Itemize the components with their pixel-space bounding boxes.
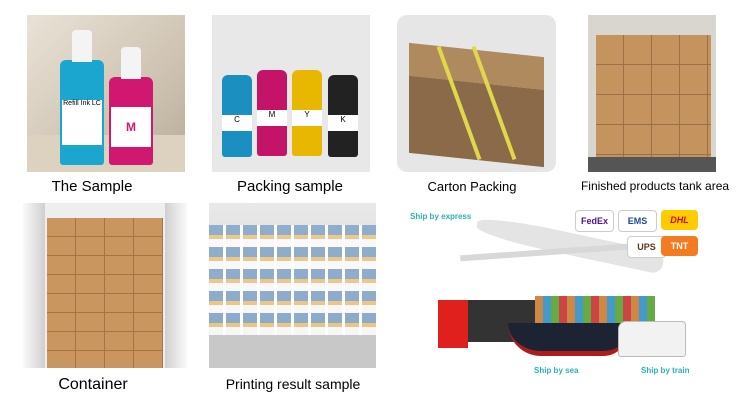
ship-by-train-label: Ship by train xyxy=(641,366,690,375)
packing-sample-photo: C M Y K xyxy=(212,15,370,172)
ems-logo: EMS xyxy=(618,210,657,232)
van-icon xyxy=(618,321,686,357)
cyan-bottle: C xyxy=(222,75,252,157)
caption-container: Container xyxy=(58,376,128,393)
magenta-ink-bottle: M xyxy=(109,47,153,165)
shipping-methods-image: Ship by express FedEx EMS DHL UPS TNT Sh… xyxy=(405,203,725,383)
caption-finished-products: Finished products tank area xyxy=(580,179,730,193)
carton-packing-photo xyxy=(397,15,556,172)
magenta-bottle: M xyxy=(257,70,287,156)
cyan-ink-bottle: Refill Ink LC xyxy=(60,30,104,165)
black-bottle: K xyxy=(328,75,358,157)
caption-the-sample: The Sample xyxy=(51,178,133,195)
container-photo xyxy=(23,203,187,368)
fedex-logo: FedEx xyxy=(575,210,614,232)
caption-printing-result: Printing result sample xyxy=(225,376,361,392)
bottle-label: M xyxy=(257,110,287,126)
tnt-logo: TNT xyxy=(661,236,698,256)
ship-icon xyxy=(508,323,628,356)
ship-by-express-label: Ship by express xyxy=(410,212,472,221)
bottle-label: C xyxy=(222,115,252,131)
caption-packing-sample: Packing sample xyxy=(237,178,343,195)
yellow-bottle: Y xyxy=(292,70,322,156)
bottle-label: K xyxy=(328,115,358,131)
bottle-label: Y xyxy=(292,110,322,126)
truck-icon xyxy=(438,300,468,348)
sample-photo: Refill Ink LC M xyxy=(27,15,185,172)
bottle-label: M xyxy=(126,120,136,134)
printing-result-photo xyxy=(209,203,376,368)
caption-carton-packing: Carton Packing xyxy=(427,179,517,194)
bottle-label: Refill Ink LC xyxy=(63,100,101,107)
dhl-logo: DHL xyxy=(661,210,698,230)
ship-by-sea-label: Ship by sea xyxy=(534,366,579,375)
finished-products-photo xyxy=(588,15,716,172)
